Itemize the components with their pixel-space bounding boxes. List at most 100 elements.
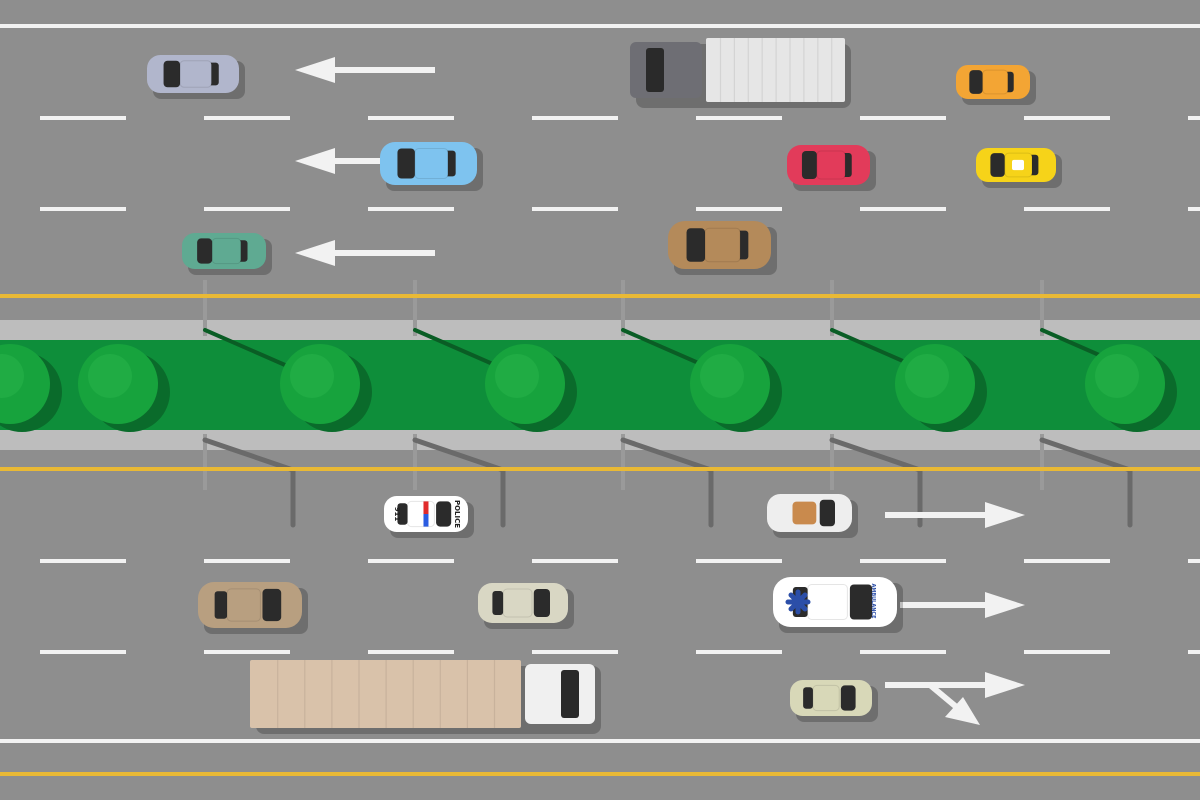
roof bbox=[812, 684, 840, 712]
sedan-grey bbox=[147, 55, 245, 99]
lane-dash bbox=[40, 207, 126, 211]
ambulance bbox=[773, 577, 903, 633]
sedan-blue bbox=[380, 142, 483, 191]
cargo-rib bbox=[789, 38, 791, 102]
lamp-shadow bbox=[830, 328, 914, 367]
lane-dash bbox=[1024, 207, 1110, 211]
lamp-post bbox=[621, 434, 625, 490]
yellow-line-edge bbox=[0, 772, 1200, 776]
arrow-shaft bbox=[325, 158, 380, 164]
windshield bbox=[163, 60, 181, 88]
cargo-rib bbox=[775, 38, 777, 102]
lamp-shadow bbox=[413, 328, 497, 367]
windshield bbox=[849, 584, 873, 620]
sidewalk-top bbox=[0, 320, 1200, 342]
roof bbox=[807, 584, 848, 620]
lane-dash bbox=[204, 207, 290, 211]
roof bbox=[982, 69, 1009, 95]
windshield bbox=[262, 588, 282, 622]
cargo-box bbox=[250, 660, 521, 728]
rear-window bbox=[214, 591, 228, 619]
median-strip bbox=[0, 280, 1200, 528]
arrow-head bbox=[295, 148, 335, 174]
lane-dash bbox=[532, 207, 618, 211]
windshield bbox=[801, 151, 817, 179]
bottom-edge-line bbox=[0, 739, 1200, 743]
arrow-shaft bbox=[900, 602, 995, 608]
roof bbox=[816, 150, 846, 180]
lane-dash bbox=[1188, 116, 1200, 120]
sedan-teal bbox=[182, 233, 272, 275]
lamp-shadow bbox=[203, 328, 287, 367]
windshield bbox=[397, 148, 415, 179]
lane-dash bbox=[40, 559, 126, 563]
arrow-shaft bbox=[885, 512, 995, 518]
arrow-head bbox=[295, 57, 335, 83]
arrow-head bbox=[985, 672, 1025, 698]
siren-red bbox=[423, 501, 429, 514]
top-edge-line bbox=[0, 24, 1200, 28]
lane-dash bbox=[1024, 116, 1110, 120]
lane-dash bbox=[860, 207, 946, 211]
yellow-line-top bbox=[0, 294, 1200, 298]
lane-dash bbox=[860, 650, 946, 654]
lamp-post bbox=[1040, 280, 1044, 336]
arrow-right-turn bbox=[885, 672, 1025, 725]
lane-dash bbox=[860, 116, 946, 120]
windshield bbox=[990, 153, 1005, 177]
lamp-post bbox=[1040, 434, 1044, 490]
taxi-sign bbox=[1012, 159, 1024, 171]
windshield bbox=[819, 499, 835, 527]
roof bbox=[704, 227, 741, 263]
police-number: 911 bbox=[393, 507, 401, 522]
lane-dash bbox=[696, 559, 782, 563]
lane-dash bbox=[1024, 650, 1110, 654]
cargo-rib bbox=[385, 660, 387, 728]
arrow-left-3 bbox=[295, 240, 435, 266]
lane-markings bbox=[0, 24, 1200, 776]
lamp-post bbox=[413, 280, 417, 336]
arrow-right-2 bbox=[900, 592, 1025, 618]
lane-dash bbox=[1188, 559, 1200, 563]
lane-dash bbox=[696, 650, 782, 654]
roof bbox=[414, 147, 449, 180]
lane-dash bbox=[368, 559, 454, 563]
lamp-post bbox=[203, 280, 207, 336]
rear-window bbox=[492, 591, 504, 615]
sports-red bbox=[787, 145, 876, 191]
lane-dash bbox=[204, 559, 290, 563]
cargo-rib bbox=[277, 660, 279, 728]
suv-tan bbox=[198, 582, 308, 634]
lane-dash bbox=[696, 116, 782, 120]
lamp-post bbox=[203, 434, 207, 490]
lane-dash bbox=[532, 559, 618, 563]
car-orange bbox=[956, 65, 1036, 105]
semi-truck bbox=[250, 660, 601, 734]
lane-dash bbox=[204, 116, 290, 120]
grass-median bbox=[0, 340, 1200, 430]
tree-highlight bbox=[290, 354, 334, 398]
lane-dash bbox=[1188, 207, 1200, 211]
lane-dash bbox=[1188, 650, 1200, 654]
lane-dash bbox=[40, 116, 126, 120]
cab-window bbox=[561, 670, 579, 718]
star-of-life-icon bbox=[785, 589, 811, 615]
police-label: POLICE bbox=[453, 500, 461, 528]
arrow-left-2 bbox=[295, 148, 380, 174]
lane-dash bbox=[368, 650, 454, 654]
taxi bbox=[976, 148, 1062, 188]
roof bbox=[407, 500, 435, 528]
cargo-rib bbox=[358, 660, 360, 728]
windshield bbox=[197, 238, 213, 264]
ambulance-label: AMBULANCE bbox=[870, 583, 876, 619]
lane-dash bbox=[368, 207, 454, 211]
arrow-head bbox=[295, 240, 335, 266]
lane-dash bbox=[860, 559, 946, 563]
arrow-shaft bbox=[325, 67, 435, 73]
box-truck bbox=[630, 38, 851, 108]
cargo-rib bbox=[439, 660, 441, 728]
pickup-brown bbox=[668, 221, 777, 275]
arrow-left-1 bbox=[295, 57, 435, 83]
cargo-rib bbox=[817, 38, 819, 102]
